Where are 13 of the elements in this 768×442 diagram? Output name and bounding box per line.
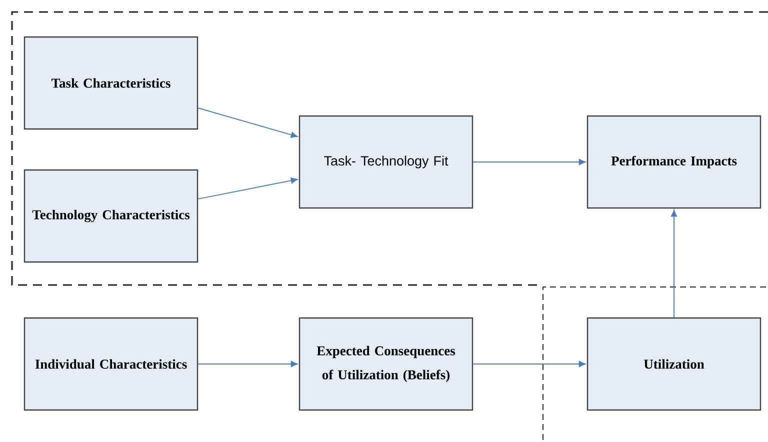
process-box: Technology Characteristics	[24, 169, 198, 263]
arrow	[198, 178, 298, 200]
arrow	[198, 360, 298, 368]
arrow	[198, 107, 298, 138]
arrow	[472, 360, 586, 368]
arrow	[472, 158, 586, 166]
process-box: Expected Consequences of Utilization (Beliefs)	[298, 317, 474, 411]
process-box: Task- Technology Fit	[298, 115, 474, 209]
process-box: Utilization	[586, 317, 762, 411]
process-box: Individual Characteristics	[24, 317, 198, 411]
process-box: Performance Impacts	[586, 115, 762, 209]
process-box: Task Characteristics	[24, 36, 198, 130]
arrow	[670, 210, 678, 318]
